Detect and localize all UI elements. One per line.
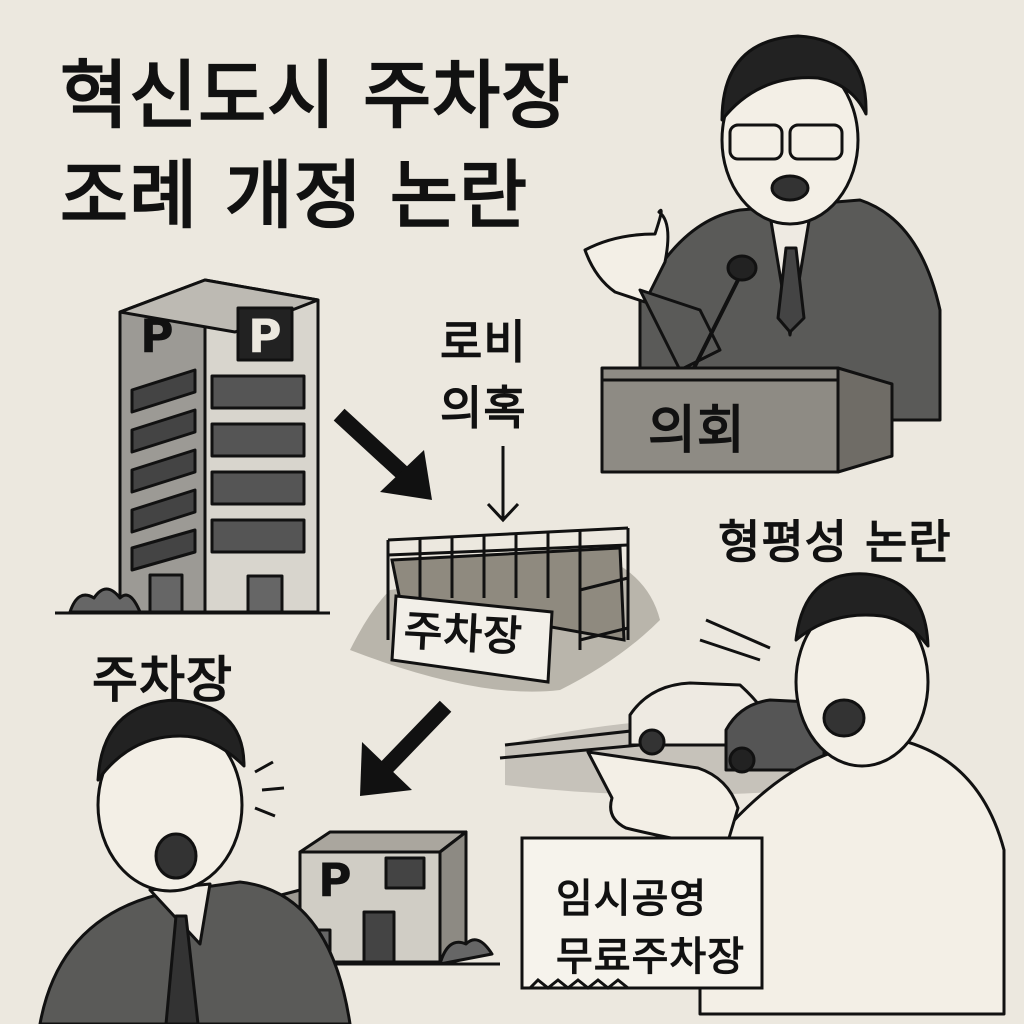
podium-council-label: 의회 bbox=[648, 401, 746, 461]
arrow-down-thin-icon bbox=[486, 446, 520, 523]
fenced-parking-lot bbox=[350, 526, 660, 692]
fence-parking-sign-label: 주차장 bbox=[402, 605, 524, 662]
headline-line-2: 조례 개정 논란 bbox=[60, 153, 529, 239]
lobby-label-line-1: 로비 bbox=[440, 315, 527, 369]
lobby-label-line-2: 의혹 bbox=[440, 381, 527, 435]
sign-text-line-2: 무료주차장 bbox=[556, 934, 745, 980]
angry-citizen-figure bbox=[586, 572, 1006, 1016]
arrow-down-right-icon bbox=[333, 408, 432, 500]
building-p-letter-right: P bbox=[248, 309, 282, 363]
parking-label: 주차장 bbox=[92, 651, 233, 709]
sign-text-line-1: 임시공영 bbox=[556, 876, 708, 922]
road-and-cars bbox=[499, 681, 855, 795]
temporary-parking-sign bbox=[520, 836, 764, 990]
equity-controversy-label: 형평성 논란 bbox=[718, 515, 952, 569]
small-building-p-letter: P bbox=[318, 853, 352, 907]
building-p-letter-left: P bbox=[140, 309, 174, 363]
worried-official-figure bbox=[38, 698, 352, 1024]
headline-line-1: 혁신도시 주차장 bbox=[60, 53, 571, 139]
parking-garage-building bbox=[55, 278, 330, 615]
arrow-down-left-icon bbox=[360, 700, 452, 796]
politician-figure bbox=[583, 34, 942, 474]
